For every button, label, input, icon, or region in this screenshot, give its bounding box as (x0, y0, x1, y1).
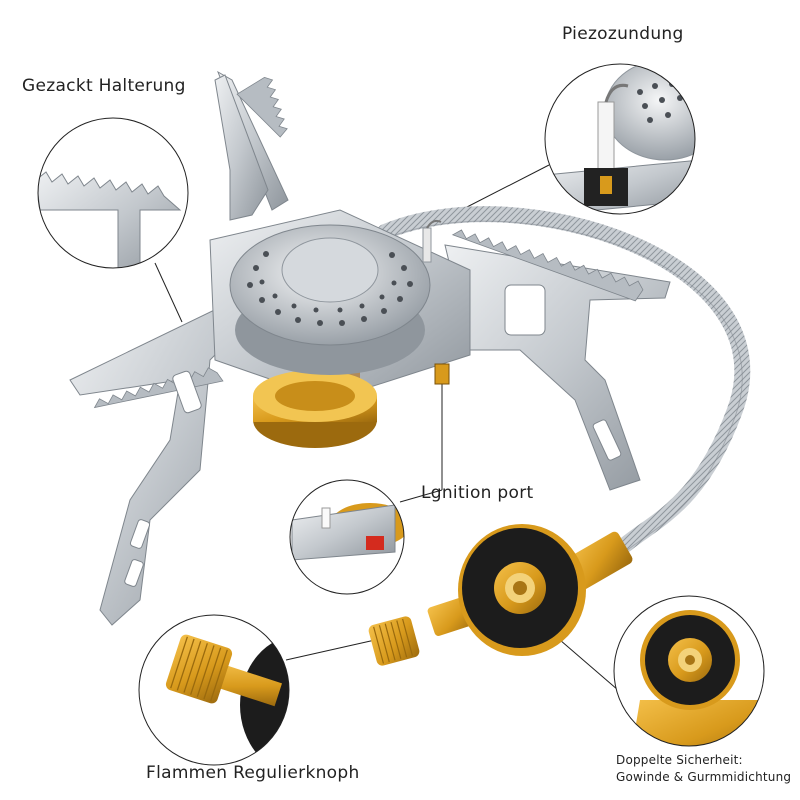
serrated-teeth (93, 76, 644, 409)
label-safety-line2: Gowinde & Gurmmidichtung (616, 770, 792, 784)
braided-hose (377, 206, 751, 553)
label-safety-line1: Doppelte Sicherheit: (616, 753, 743, 767)
callout-piezo (544, 63, 696, 215)
callout-pot-support (37, 117, 189, 269)
flame-control-knob (368, 616, 420, 666)
label-piezo-ignition: Piezozundung (562, 24, 684, 44)
piezo-electrode (422, 219, 442, 263)
label-safety: Doppelte Sicherheit: Gowinde & Gurmmidic… (616, 752, 791, 786)
callout-ignition-port (289, 479, 405, 595)
ignition-port (434, 363, 450, 385)
canister-adapter (458, 524, 586, 656)
label-pot-support: Gezackt Halterung (22, 76, 186, 96)
burner-head (229, 224, 431, 375)
callout-dual-seal (613, 595, 765, 747)
label-ignition-port: Lgnition port (421, 483, 534, 503)
label-flame-knob: Flammen Regulierknoph (146, 763, 360, 783)
callout-flame-knob (138, 614, 290, 766)
